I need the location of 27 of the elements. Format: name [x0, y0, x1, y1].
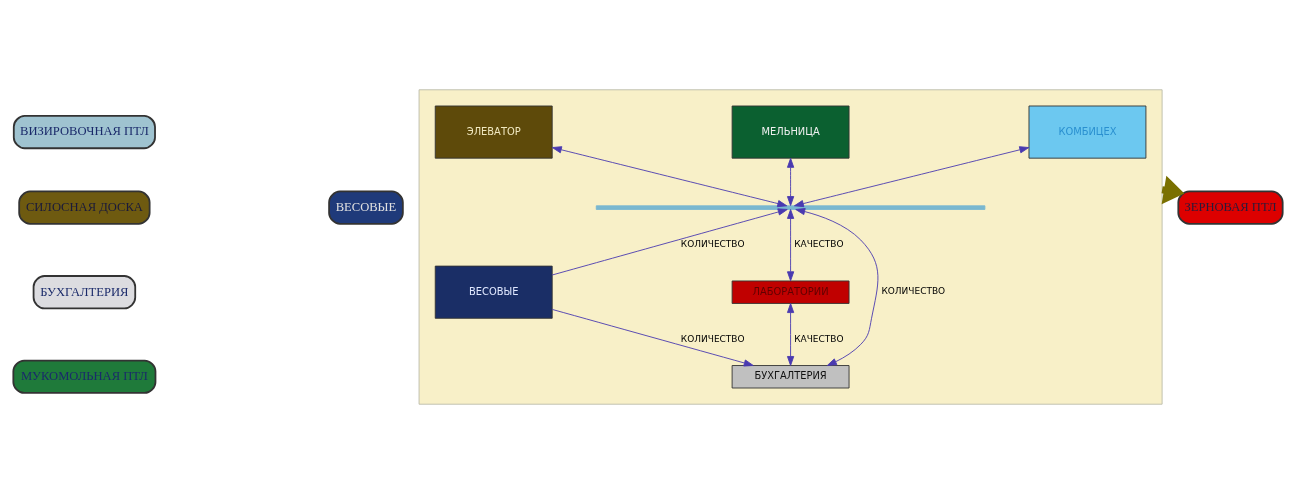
edge-label: КОЛИЧЕСТВО — [680, 239, 745, 250]
node-box: ВЕСОВЫЕ — [328, 190, 404, 225]
node-box: ЗЕРНОВАЯ ПТЛ — [1177, 190, 1284, 225]
edge-label: КОЛИЧЕСТВО — [680, 333, 745, 344]
node-box: БУХГАЛТЕРИЯ — [731, 365, 850, 389]
node-box: МЕЛЬНИЦА — [731, 105, 850, 159]
node-box: БУХГАЛТЕРИЯ — [32, 275, 137, 310]
arrow — [787, 209, 795, 282]
node-box: ВИЗИРОВОЧНАЯ ПТЛ — [12, 114, 156, 150]
node-box: МУКОМОЛЬНАЯ ПТЛ — [12, 359, 157, 394]
node-box: ЭЛЕВАТОР — [434, 105, 553, 159]
arrow — [551, 146, 788, 208]
node-box: КОМБИЦЕХ — [1028, 105, 1147, 159]
edge-label: КАЧЕСТВО — [794, 239, 844, 250]
edge-label: КОЛИЧЕСТВО — [881, 286, 946, 297]
edge-label: КАЧЕСТВО — [794, 333, 844, 344]
cluster — [418, 89, 1163, 405]
arrow — [787, 157, 795, 206]
arrow — [551, 309, 754, 367]
arrow — [551, 208, 788, 276]
node-bar — [595, 205, 986, 210]
arrow — [787, 303, 795, 366]
arrow — [795, 208, 879, 366]
node-box: СИЛОСНАЯ ДОСКА — [18, 190, 151, 225]
arrow — [793, 146, 1030, 208]
node-box: ВЕСОВЫЕ — [434, 265, 553, 319]
node-box: ЛАБОРАТОРИИ — [731, 280, 850, 304]
